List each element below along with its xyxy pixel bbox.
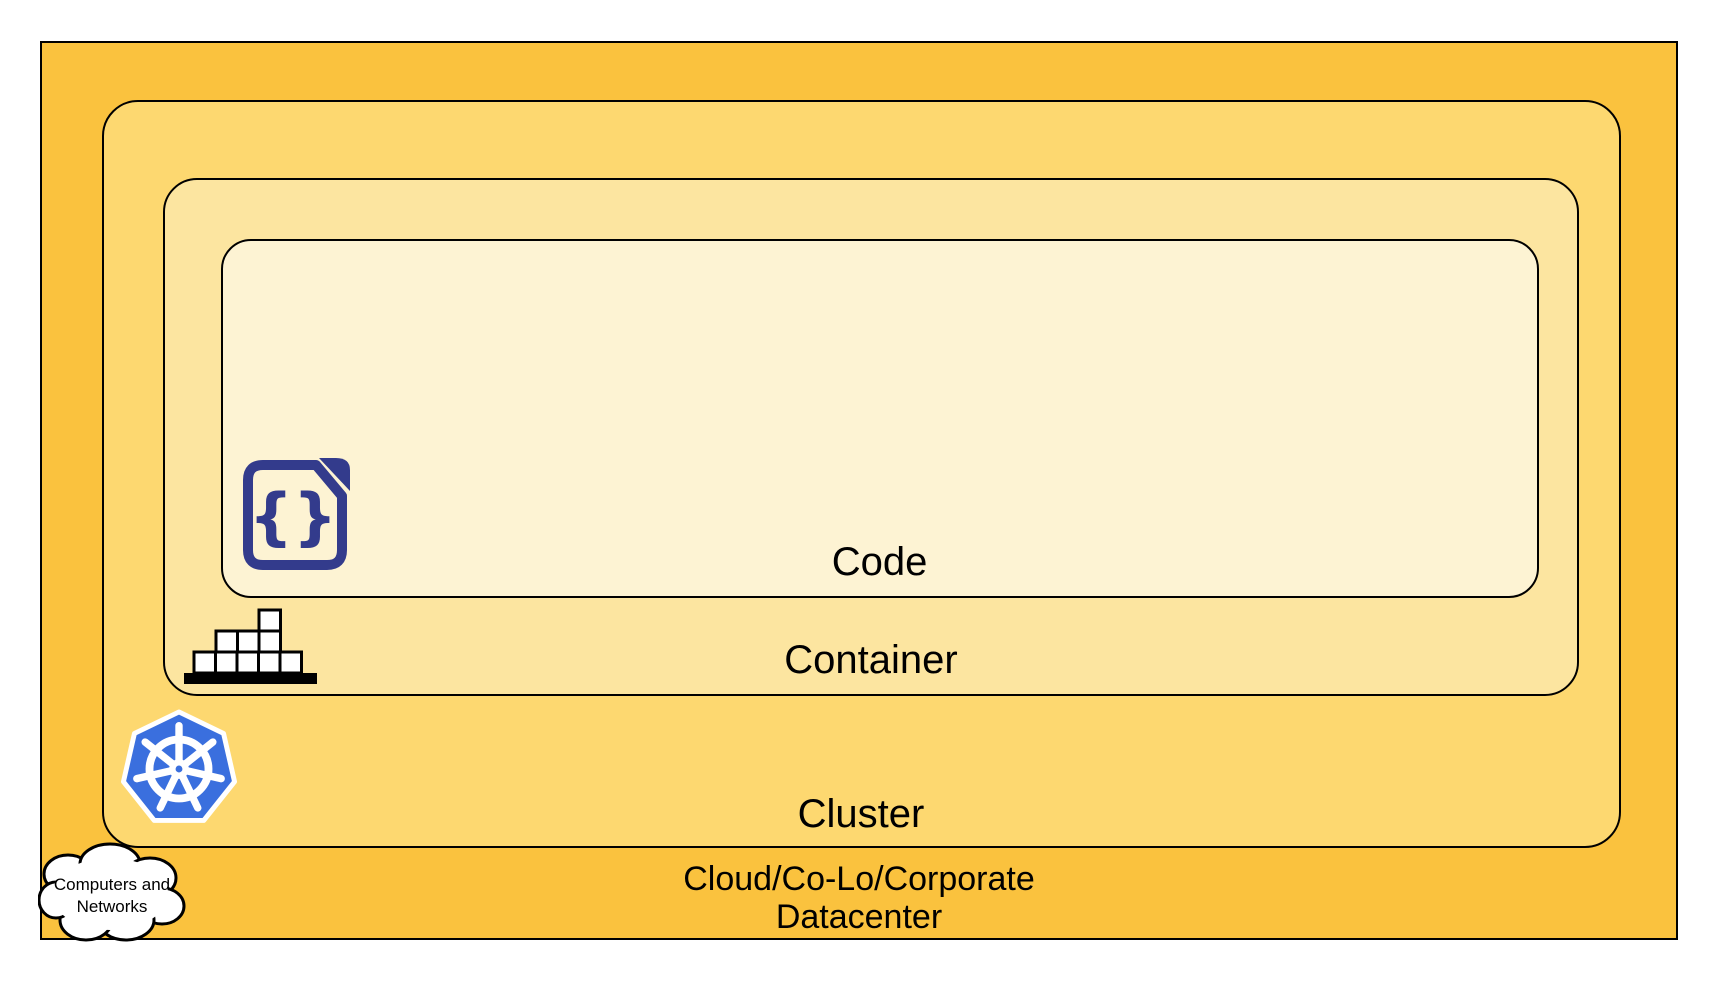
container-blocks-icon [183,608,317,684]
code-file-fold [319,458,350,491]
layer-label-container: Container [784,638,958,682]
code-file-outline [243,460,347,570]
kubernetes-helm-wheel [133,722,225,812]
layer-label-cluster: Cluster [797,791,925,836]
code-braces-glyph: {} [249,480,337,553]
cloud-label-line1: Computers and [54,875,170,894]
layer-box-cluster: {} Code Container [101,99,1621,848]
pallet-plank [183,672,317,684]
layer-box-datacenter: {} Code Container [40,41,1678,940]
datacenter-label-line2: Datacenter [775,898,943,936]
datacenter-label-line1: Cloud/Co-Lo/Corporate [683,860,1035,898]
layer-box-container: {} Code Container [163,178,1579,696]
layer-label-datacenter: Cloud/Co-Lo/Corporate Datacenter [42,860,1676,936]
code-file-icon: {} [243,458,350,570]
layer-label-code: Code [831,539,928,584]
kubernetes-icon [120,709,238,823]
layer-box-code: {} Code [220,238,1539,598]
cloud-outline [38,842,186,942]
cloud-icon: Computers and Networks [38,842,186,942]
block [257,608,282,632]
cloud-label-line2: Networks [77,897,148,916]
